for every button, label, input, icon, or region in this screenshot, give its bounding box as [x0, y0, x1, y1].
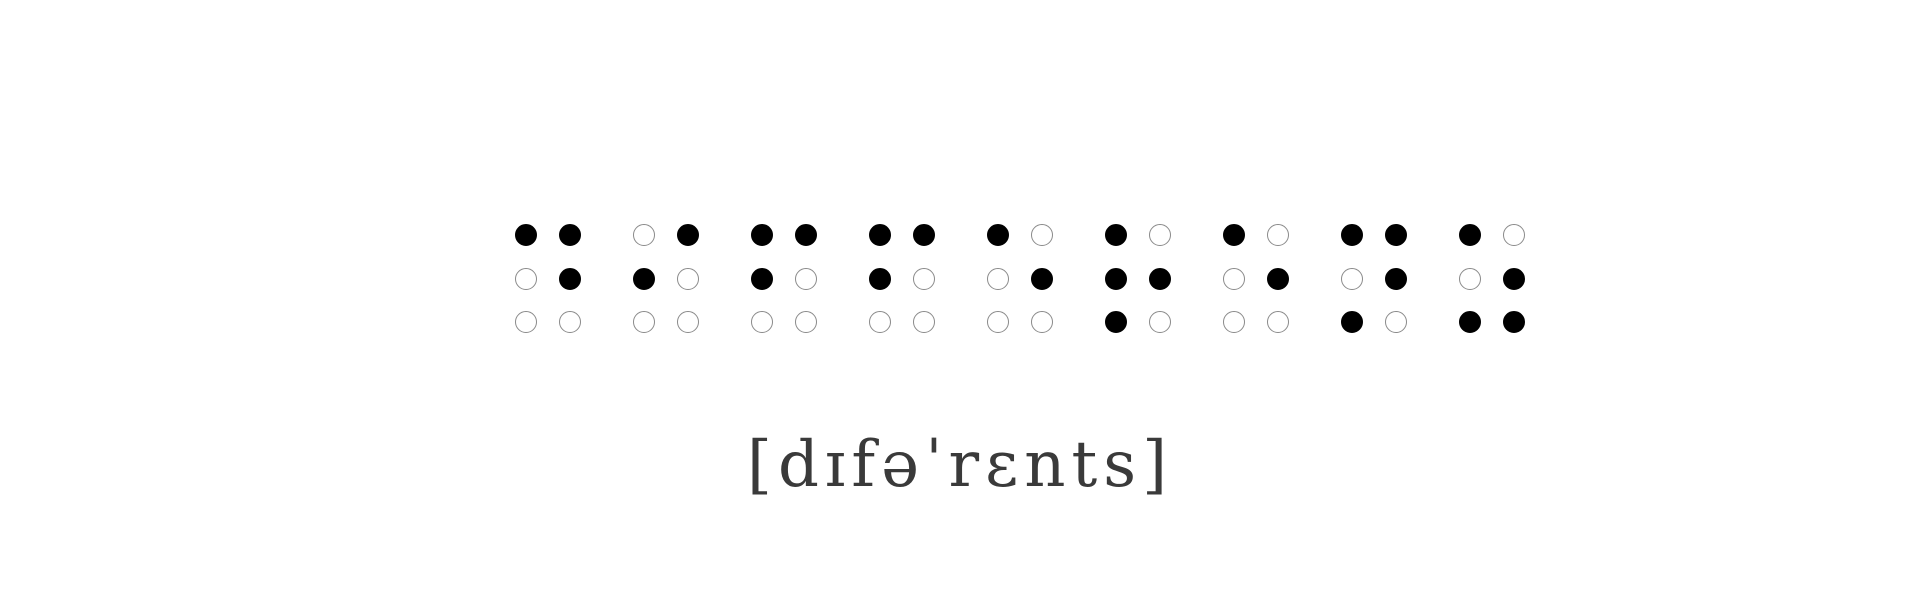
braille-dot-flat [1267, 224, 1289, 246]
braille-dot-raised [1385, 224, 1407, 246]
braille-dot-raised [987, 224, 1009, 246]
braille-dot-raised [1341, 224, 1363, 246]
braille-dot-raised [869, 268, 891, 290]
braille-dot-raised [515, 224, 537, 246]
braille-dot-flat [1031, 224, 1053, 246]
braille-dot-raised [751, 268, 773, 290]
braille-dot-raised [1385, 268, 1407, 290]
braille-dot-flat [913, 311, 935, 333]
braille-dot-flat [795, 311, 817, 333]
braille-dot-flat [677, 268, 699, 290]
braille-dot-raised [1223, 224, 1245, 246]
braille-dot-raised [1105, 224, 1127, 246]
braille-dot-flat [1503, 224, 1525, 246]
braille-dot-flat [987, 311, 1009, 333]
braille-dot-flat [751, 311, 773, 333]
braille-dot-flat [1149, 224, 1171, 246]
braille-dot-flat [677, 311, 699, 333]
braille-dot-raised [677, 224, 699, 246]
braille-dot-flat [559, 311, 581, 333]
braille-dot-raised [869, 224, 891, 246]
braille-dot-raised [795, 224, 817, 246]
braille-dot-raised [1267, 268, 1289, 290]
braille-dot-flat [795, 268, 817, 290]
braille-dot-raised [751, 224, 773, 246]
braille-dot-flat [1385, 311, 1407, 333]
braille-dot-raised [559, 224, 581, 246]
braille-dot-raised [1503, 311, 1525, 333]
braille-dot-flat [1031, 311, 1053, 333]
braille-dot-raised [633, 268, 655, 290]
braille-dot-raised [1149, 268, 1171, 290]
braille-dot-flat [633, 224, 655, 246]
braille-dot-flat [515, 268, 537, 290]
braille-dot-flat [1341, 268, 1363, 290]
braille-dot-flat [1149, 311, 1171, 333]
braille-dot-raised [1459, 311, 1481, 333]
braille-dot-raised [1031, 268, 1053, 290]
braille-dot-flat [515, 311, 537, 333]
braille-dot-flat [1267, 311, 1289, 333]
braille-dot-raised [913, 224, 935, 246]
braille-dot-raised [1105, 311, 1127, 333]
braille-dot-flat [1459, 268, 1481, 290]
braille-dot-flat [913, 268, 935, 290]
braille-dot-raised [1105, 268, 1127, 290]
braille-dot-flat [1223, 311, 1245, 333]
braille-dot-raised [1503, 268, 1525, 290]
braille-dot-flat [1223, 268, 1245, 290]
braille-dot-raised [1341, 311, 1363, 333]
braille-dot-flat [869, 311, 891, 333]
braille-dot-flat [987, 268, 1009, 290]
braille-dot-raised [1459, 224, 1481, 246]
braille-dot-raised [559, 268, 581, 290]
braille-dot-flat [633, 311, 655, 333]
braille-word [515, 224, 1525, 333]
phonetic-transcription: [dɪfəˈrɛnts] [746, 428, 1174, 502]
